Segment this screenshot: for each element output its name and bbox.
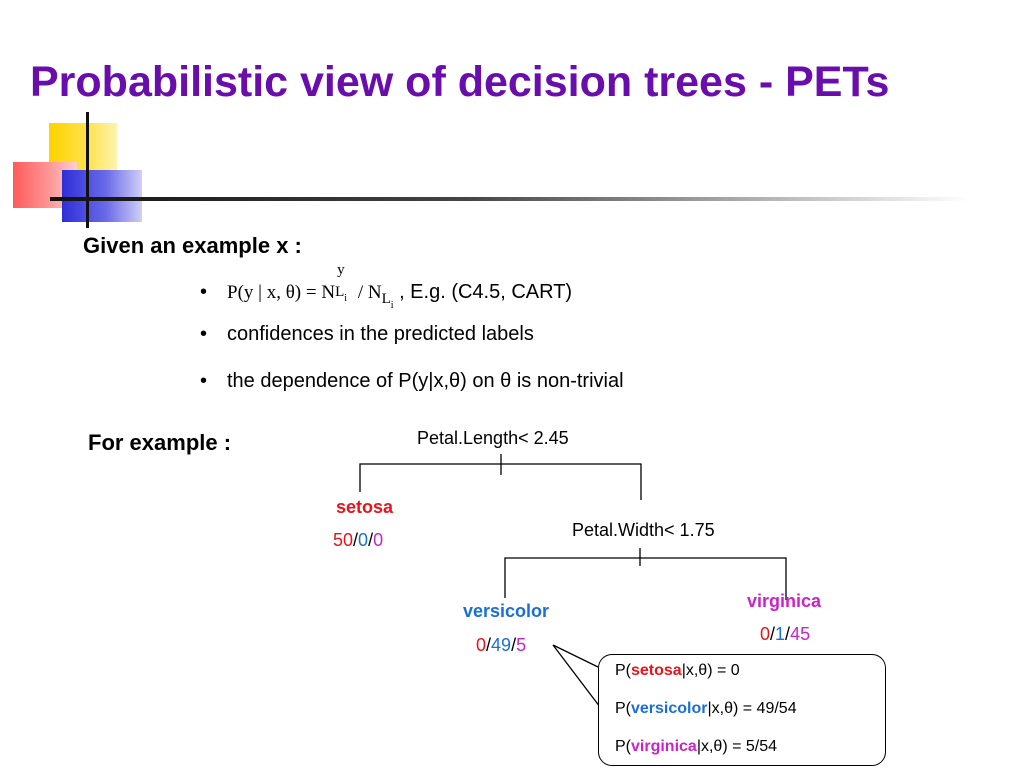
child-branch bbox=[504, 557, 787, 600]
slide-title: Probabilistic view of decision trees - P… bbox=[30, 58, 890, 106]
formula-lhs: P(y | x, θ) = N bbox=[227, 282, 336, 303]
prob-prefix: P( bbox=[615, 700, 631, 717]
formula-slash: / N bbox=[353, 282, 382, 303]
count-versicolor: 1 bbox=[775, 624, 786, 644]
decor-blue-square bbox=[62, 170, 142, 222]
leaf-versicolor-counts: 0/49/5 bbox=[476, 635, 526, 656]
formula-sub-index: i bbox=[344, 293, 348, 304]
prob-suffix: |x,θ) = 49/54 bbox=[707, 700, 797, 717]
bullet-text: confidences in the predicted labels bbox=[227, 323, 534, 345]
probability-callout: P(setosa|x,θ) = 0 P(versicolor|x,θ) = 49… bbox=[598, 654, 886, 766]
count-separator: / bbox=[486, 635, 492, 655]
bullet-dependence: • the dependence of P(y|x,θ) on θ is non-… bbox=[200, 370, 624, 393]
prob-label-versicolor: versicolor bbox=[631, 700, 708, 717]
formula-sub2-letter: L bbox=[381, 291, 391, 307]
count-versicolor: 49 bbox=[491, 635, 512, 655]
prob-row-virginica: P(virginica|x,θ) = 5/54 bbox=[615, 738, 777, 756]
count-setosa: 0 bbox=[476, 635, 487, 655]
formula-subscript-2: Li bbox=[381, 291, 394, 311]
prob-prefix: P( bbox=[615, 738, 631, 755]
count-virginica: 5 bbox=[516, 635, 527, 655]
root-split-label: Petal.Length< 2.45 bbox=[417, 428, 569, 448]
title-underline bbox=[50, 197, 970, 201]
bullet-confidences: • confidences in the predicted labels bbox=[200, 323, 534, 346]
count-virginica: 45 bbox=[790, 624, 811, 644]
prob-suffix: |x,θ) = 5/54 bbox=[696, 738, 778, 755]
leaf-versicolor-name: versicolor bbox=[463, 601, 550, 621]
formula-tail: , E.g. (C4.5, CART) bbox=[393, 281, 573, 303]
given-heading: Given an example x : bbox=[83, 233, 302, 258]
count-setosa: 50 bbox=[333, 530, 354, 550]
formula-sub2-index: i bbox=[390, 300, 394, 311]
count-versicolor: 0 bbox=[358, 530, 369, 550]
example-heading: For example : bbox=[88, 430, 232, 455]
prob-prefix: P( bbox=[615, 662, 631, 679]
leaf-setosa-counts: 50/0/0 bbox=[333, 530, 383, 551]
bullet-dot: • bbox=[200, 281, 208, 303]
child-split-label: Petal.Width< 1.75 bbox=[572, 520, 715, 540]
count-separator: / bbox=[353, 530, 359, 550]
prob-row-versicolor: P(versicolor|x,θ) = 49/54 bbox=[615, 700, 797, 718]
bullet-dot: • bbox=[200, 323, 208, 345]
callout-pointer bbox=[552, 644, 601, 708]
formula-sub-letter: L bbox=[335, 284, 345, 300]
count-separator: / bbox=[785, 624, 791, 644]
leaf-virginica-counts: 0/1/45 bbox=[760, 624, 810, 645]
count-separator: / bbox=[368, 530, 374, 550]
decor-vertical-line bbox=[86, 112, 89, 228]
count-virginica: 0 bbox=[373, 530, 384, 550]
bullet-dot: • bbox=[200, 370, 208, 392]
count-separator: / bbox=[770, 624, 776, 644]
prob-row-setosa: P(setosa|x,θ) = 0 bbox=[615, 662, 740, 680]
prob-label-setosa: setosa bbox=[631, 662, 682, 679]
count-separator: / bbox=[511, 635, 517, 655]
formula-subscript: Li bbox=[335, 284, 348, 304]
bullet-text: the dependence of P(y|x,θ) on θ is non-t… bbox=[227, 370, 624, 392]
prob-suffix: |x,θ) = 0 bbox=[681, 662, 740, 679]
count-setosa: 0 bbox=[760, 624, 771, 644]
formula-superscript: y bbox=[337, 262, 345, 278]
leaf-virginica-name: virginica bbox=[747, 591, 822, 611]
leaf-setosa-name: setosa bbox=[336, 497, 394, 517]
prob-label-virginica: virginica bbox=[631, 738, 697, 755]
